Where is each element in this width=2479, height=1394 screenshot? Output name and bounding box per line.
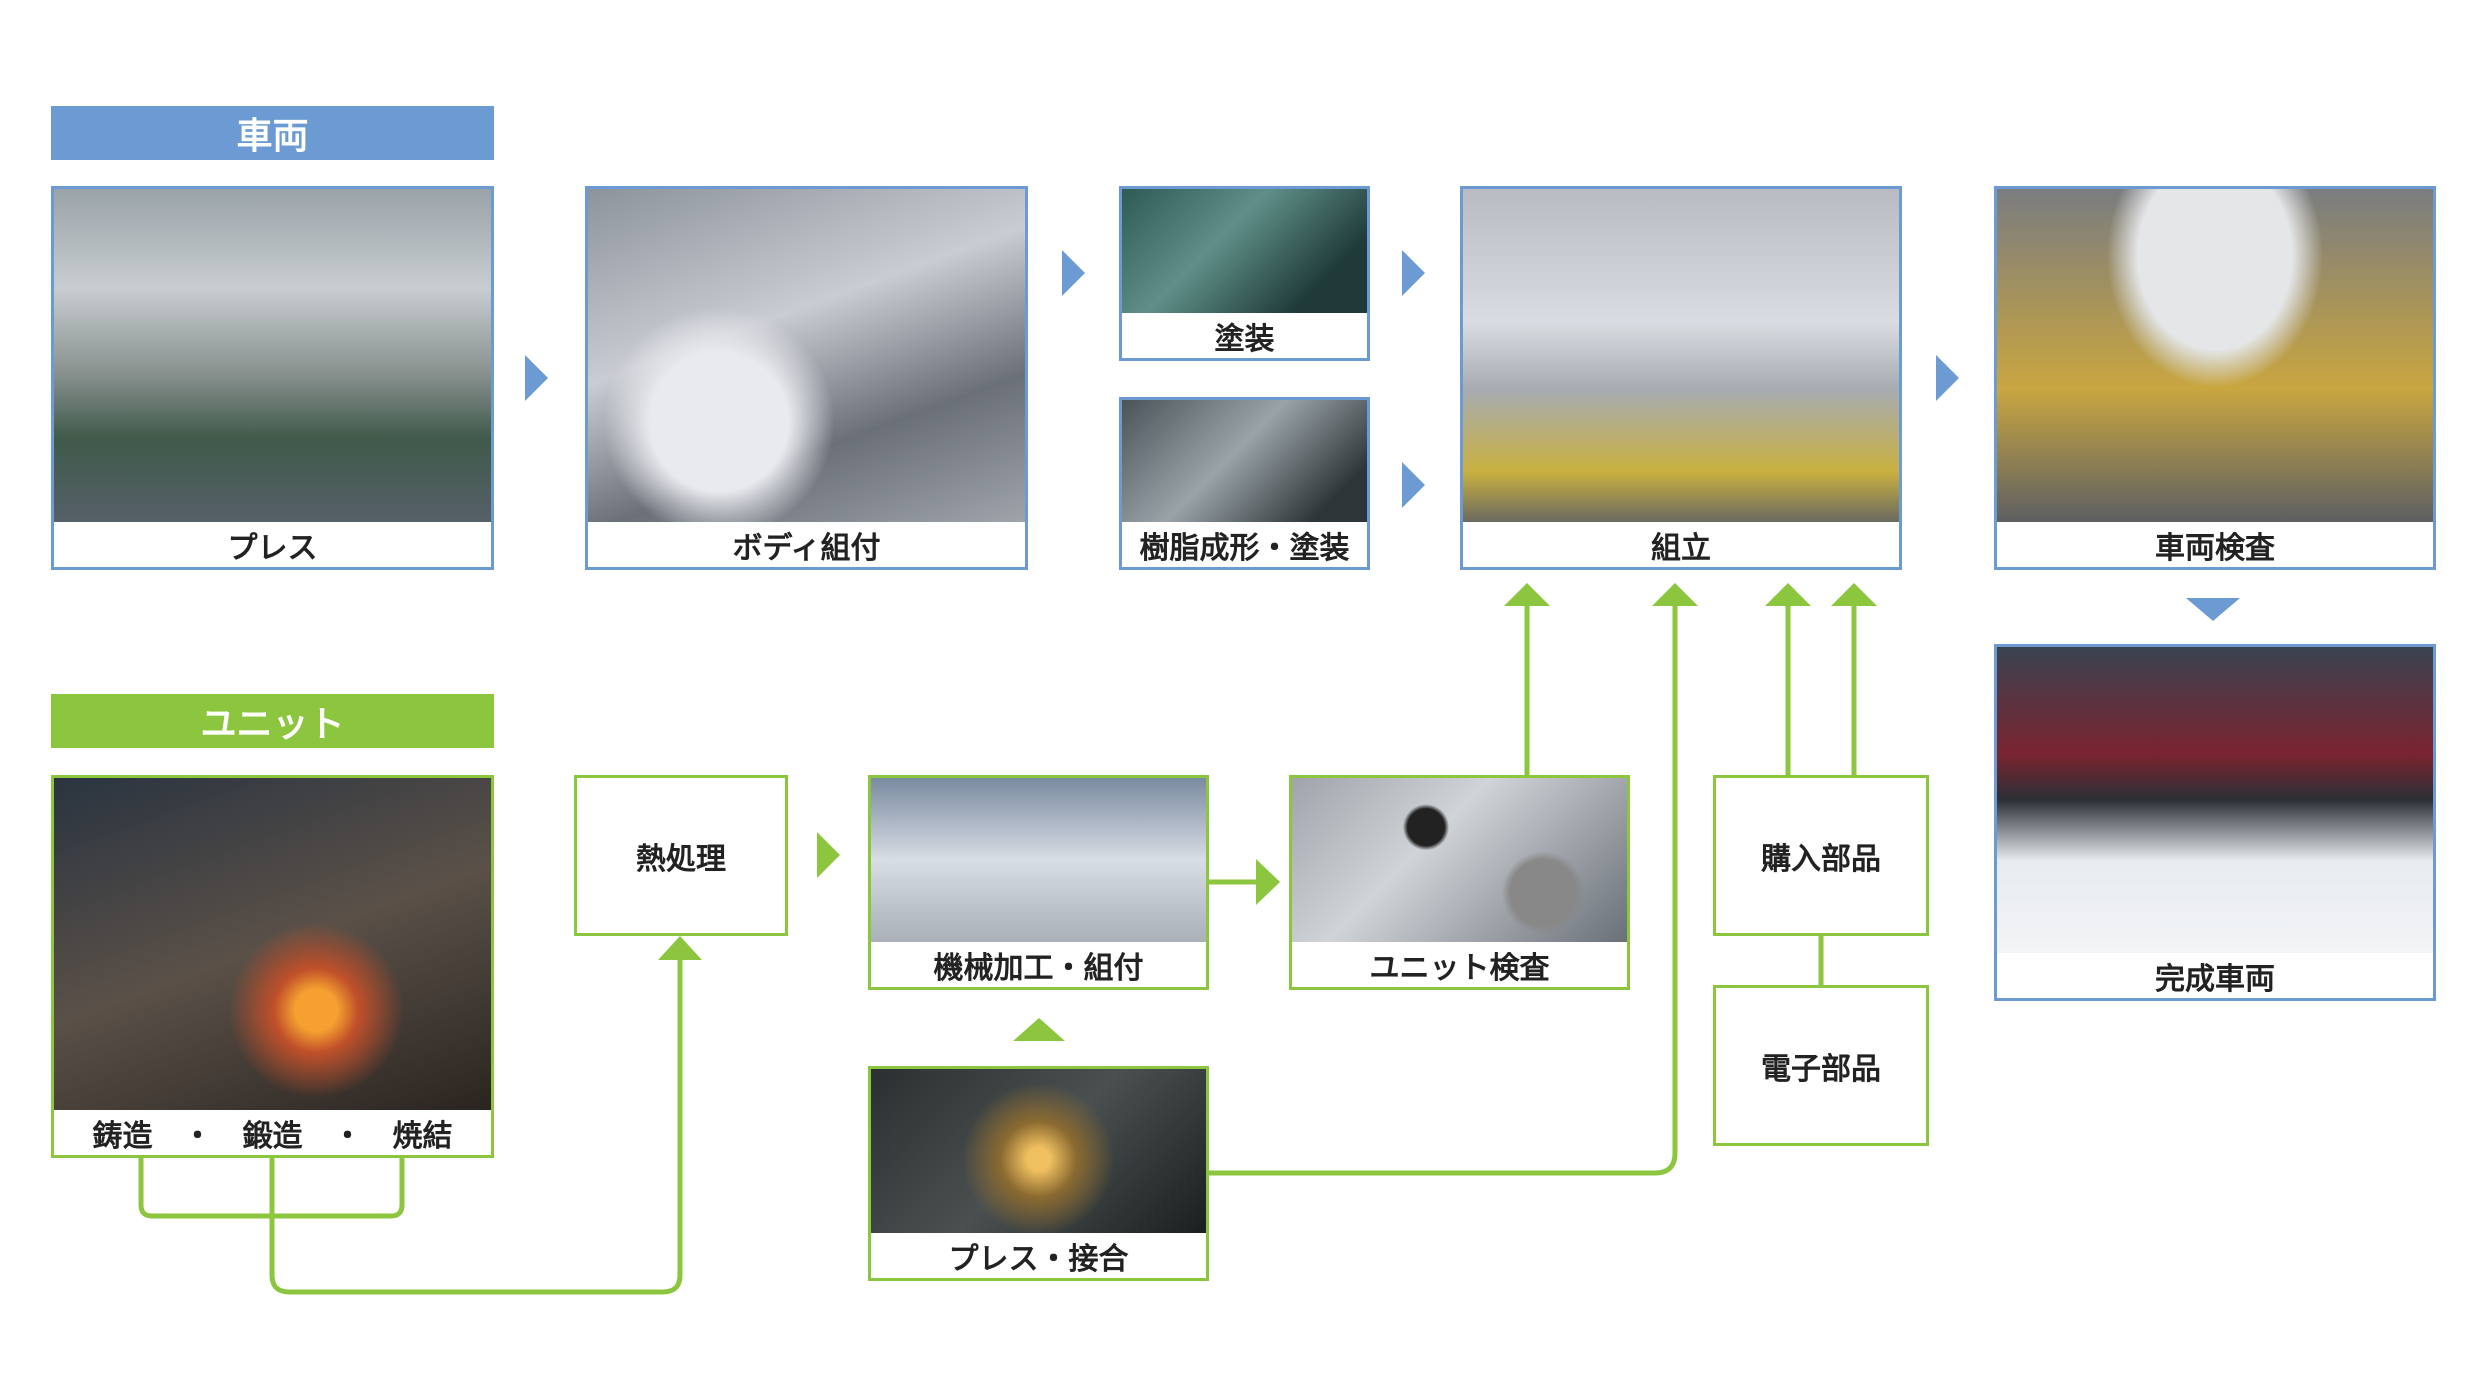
casting-photo bbox=[54, 778, 491, 1110]
machining-photo bbox=[871, 778, 1206, 942]
electronic-parts: 電子部品 bbox=[1713, 985, 1929, 1146]
step-heat-treatment: 熱処理 bbox=[574, 775, 788, 936]
step-press: プレス bbox=[51, 186, 494, 570]
arrow-right-icon bbox=[1402, 250, 1425, 296]
arrow-right-icon bbox=[1256, 859, 1280, 905]
resin-photo bbox=[1122, 400, 1367, 522]
paint-photo bbox=[1122, 189, 1367, 313]
step-unit-inspection: ユニット検査 bbox=[1289, 775, 1630, 990]
finished-photo bbox=[1997, 647, 2433, 953]
connector-line bbox=[1209, 604, 1678, 1176]
step-label: 完成車両 bbox=[1997, 953, 2433, 998]
press-join-photo bbox=[871, 1069, 1206, 1233]
purchased-parts: 購入部品 bbox=[1713, 775, 1929, 936]
assembly-photo bbox=[1463, 189, 1899, 522]
step-label: 塗装 bbox=[1122, 313, 1367, 358]
arrow-right-icon bbox=[1402, 462, 1425, 508]
step-label: プレス bbox=[54, 522, 491, 567]
arrow-up-icon bbox=[658, 936, 702, 960]
step-machining: 機械加工・組付 bbox=[868, 775, 1209, 990]
arrow-right-icon bbox=[1062, 250, 1085, 296]
step-assembly: 組立 bbox=[1460, 186, 1902, 570]
step-label: プレス・接合 bbox=[871, 1233, 1206, 1278]
press-photo bbox=[54, 189, 491, 522]
connector-line bbox=[269, 958, 683, 1295]
sintering-text: 焼結 bbox=[392, 1118, 453, 1154]
forging-text: 鍛造 bbox=[242, 1118, 303, 1154]
arrow-up-icon bbox=[1765, 583, 1811, 606]
unit-inspection-photo bbox=[1292, 778, 1627, 942]
step-label: 組立 bbox=[1463, 522, 1899, 567]
step-label: 機械加工・組付 bbox=[871, 942, 1206, 987]
arrow-right-icon bbox=[1936, 355, 1959, 401]
step-label: 樹脂成形・塗装 bbox=[1122, 522, 1367, 567]
step-label: ユニット検査 bbox=[1292, 942, 1627, 987]
vehicle-header: 車両 bbox=[51, 106, 494, 160]
separator: ・ bbox=[332, 1118, 363, 1154]
separator: ・ bbox=[182, 1118, 213, 1154]
arrow-down-icon bbox=[2186, 598, 2240, 621]
arrow-up-icon bbox=[1652, 583, 1698, 606]
body-assembly-photo bbox=[588, 189, 1025, 522]
casting-label: 鋳造 ・ 鍛造 ・ 焼結 bbox=[54, 1110, 491, 1155]
step-label: ボディ組付 bbox=[588, 522, 1025, 567]
step-paint: 塗装 bbox=[1119, 186, 1370, 361]
step-vehicle-inspection: 車両検査 bbox=[1994, 186, 2436, 570]
unit-header: ユニット bbox=[51, 694, 494, 748]
arrow-up-icon bbox=[1013, 1018, 1065, 1041]
step-label: 車両検査 bbox=[1997, 522, 2433, 567]
step-press-join: プレス・接合 bbox=[868, 1066, 1209, 1281]
arrow-right-icon bbox=[817, 832, 840, 878]
inspection-photo bbox=[1997, 189, 2433, 522]
step-resin-paint: 樹脂成形・塗装 bbox=[1119, 397, 1370, 570]
step-body-assembly: ボディ組付 bbox=[585, 186, 1028, 570]
casting-text: 鋳造 bbox=[92, 1118, 153, 1154]
arrow-up-icon bbox=[1831, 583, 1877, 606]
step-finished-vehicle: 完成車両 bbox=[1994, 644, 2436, 1001]
step-casting: 鋳造 ・ 鍛造 ・ 焼結 bbox=[51, 775, 494, 1158]
arrow-right-icon bbox=[525, 355, 548, 401]
arrow-up-icon bbox=[1504, 583, 1550, 606]
